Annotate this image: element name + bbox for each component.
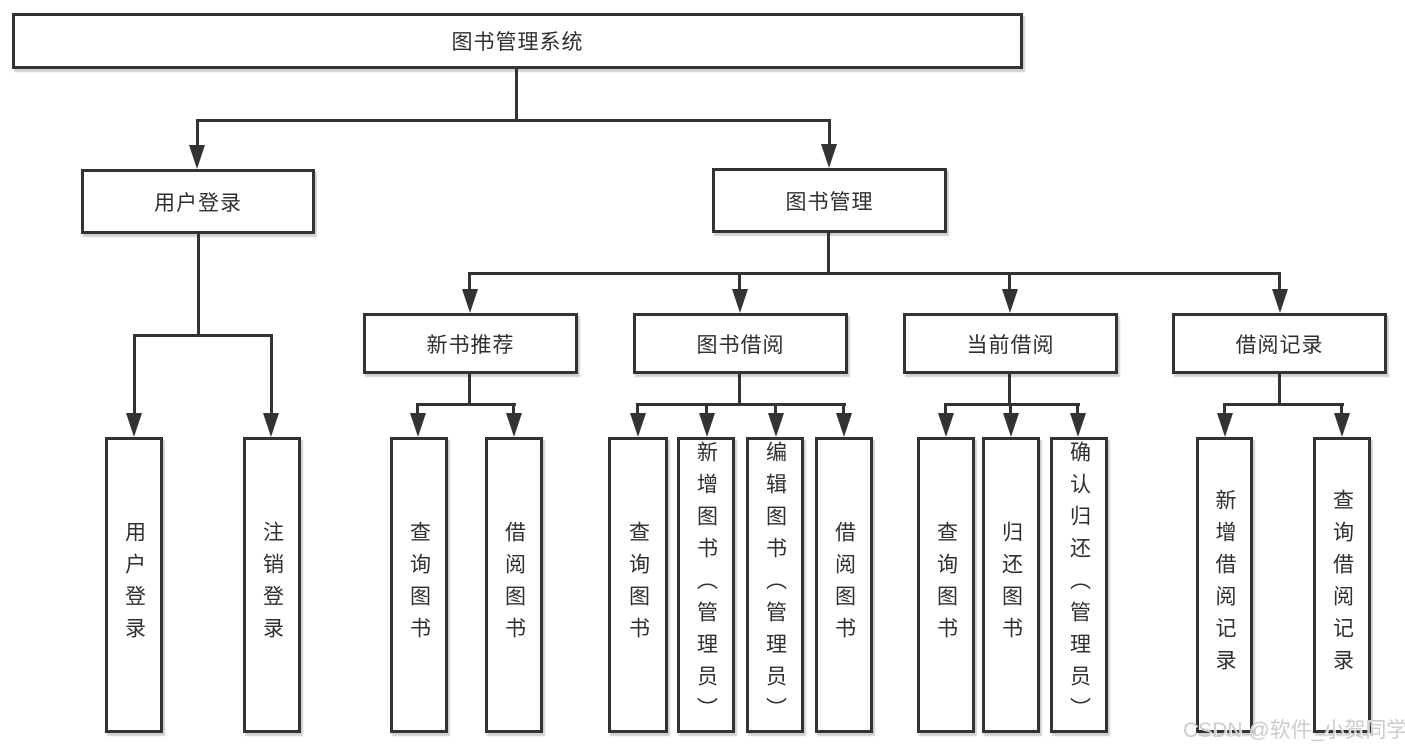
connector-line [944, 403, 1080, 406]
connector-line [515, 69, 518, 120]
connector-line [1278, 272, 1281, 294]
connector-line [468, 272, 1281, 275]
leaf-node-query-borrow-record: 查询借阅记录 [1313, 437, 1371, 733]
node-label: 新增图书（管理员） [694, 441, 718, 729]
leaf-node-query-books-current: 查询图书 [917, 437, 975, 733]
connector-line [738, 272, 741, 294]
node-label: 图书借阅 [696, 333, 785, 357]
connector-line [1008, 374, 1011, 405]
node-new-book-recommendation: 新书推荐 [363, 313, 578, 374]
connector-line [944, 403, 947, 419]
down-arrowhead-icon [938, 413, 954, 437]
leaf-node-logout: 注销登录 [243, 437, 301, 733]
node-label: 查询图书 [934, 521, 958, 649]
leaf-node-query-books-borrowing: 查询图书 [608, 437, 668, 733]
connector-line [416, 403, 419, 419]
connector-line [1009, 403, 1012, 419]
down-arrowhead-icon [1002, 289, 1018, 313]
down-arrowhead-icon [836, 413, 852, 437]
connector-line [1340, 403, 1343, 419]
connector-line [512, 403, 515, 419]
down-arrowhead-icon [1217, 413, 1233, 437]
csdn-watermark: CSDN @软件_小贺同学 [1183, 719, 1405, 742]
node-label: 借阅记录 [1235, 333, 1324, 357]
down-arrowhead-icon [462, 289, 478, 313]
node-label: 注销登录 [260, 521, 284, 649]
connector-line [705, 403, 708, 419]
connector-line [133, 334, 136, 420]
node-user-login: 用户登录 [81, 169, 315, 234]
connector-line [468, 272, 471, 294]
connector-line [197, 234, 200, 336]
leaf-node-confirm-return-admin: 确认归还（管理员） [1050, 437, 1108, 733]
connector-line [1278, 374, 1281, 405]
connector-line [1223, 403, 1344, 406]
connector-line [827, 233, 830, 274]
leaf-node-add-borrow-record: 新增借阅记录 [1196, 437, 1253, 733]
connector-line [416, 403, 516, 406]
node-label: 查询图书 [407, 521, 431, 649]
connector-line [636, 403, 639, 419]
down-arrowhead-icon [1272, 289, 1288, 313]
node-current-borrowing: 当前借阅 [903, 313, 1118, 374]
leaf-node-borrow-books-recommend: 借阅图书 [485, 437, 543, 733]
node-library-management-system: 图书管理系统 [12, 13, 1023, 69]
connector-line [196, 119, 199, 149]
leaf-node-user-login: 用户登录 [105, 437, 163, 733]
connector-line [133, 334, 273, 337]
node-label: 确认归还（管理员） [1067, 441, 1091, 729]
node-label: 编辑图书（管理员） [763, 441, 787, 729]
down-arrowhead-icon [768, 413, 784, 437]
node-label: 图书管理系统 [451, 31, 584, 54]
down-arrowhead-icon [1070, 413, 1086, 437]
node-label: 归还图书 [999, 521, 1023, 649]
connector-line [1076, 403, 1079, 419]
node-label: 图书管理 [785, 190, 874, 214]
down-arrowhead-icon [821, 144, 837, 168]
connector-line [468, 374, 471, 405]
connector-line [270, 334, 273, 420]
down-arrowhead-icon [732, 289, 748, 313]
connector-line [738, 374, 741, 405]
down-arrowhead-icon [1003, 413, 1019, 437]
connector-line [828, 119, 831, 149]
node-label: 查询图书 [626, 521, 650, 649]
leaf-node-edit-books-admin: 编辑图书（管理员） [746, 437, 804, 733]
leaf-node-query-books-recommend: 查询图书 [390, 437, 448, 733]
connector-line [774, 403, 777, 419]
down-arrowhead-icon [699, 413, 715, 437]
down-arrowhead-icon [263, 413, 279, 437]
node-book-management: 图书管理 [712, 168, 947, 233]
node-label: 当前借阅 [966, 333, 1055, 357]
node-book-borrowing: 图书借阅 [633, 313, 848, 374]
down-arrowhead-icon [189, 145, 205, 169]
connector-line [636, 403, 846, 406]
node-label: 用户登录 [122, 521, 146, 649]
leaf-node-add-books-admin: 新增图书（管理员） [677, 437, 735, 733]
leaf-node-return-books: 归还图书 [982, 437, 1040, 733]
node-label: 借阅图书 [502, 521, 526, 649]
node-label: 查询借阅记录 [1330, 489, 1354, 681]
node-borrowing-records: 借阅记录 [1172, 313, 1387, 374]
connector-line [196, 119, 831, 122]
down-arrowhead-icon [410, 413, 426, 437]
leaf-node-borrow-books: 借阅图书 [815, 437, 873, 733]
down-arrowhead-icon [126, 413, 142, 437]
node-label: 新增借阅记录 [1213, 489, 1236, 681]
node-label: 用户登录 [154, 191, 242, 215]
node-label: 借阅图书 [832, 521, 856, 649]
down-arrowhead-icon [1334, 413, 1350, 437]
connector-line [1223, 403, 1226, 419]
connector-line [1008, 272, 1011, 294]
down-arrowhead-icon [506, 413, 522, 437]
down-arrowhead-icon [630, 413, 646, 437]
node-label: 新书推荐 [426, 333, 515, 357]
connector-line [842, 403, 845, 419]
